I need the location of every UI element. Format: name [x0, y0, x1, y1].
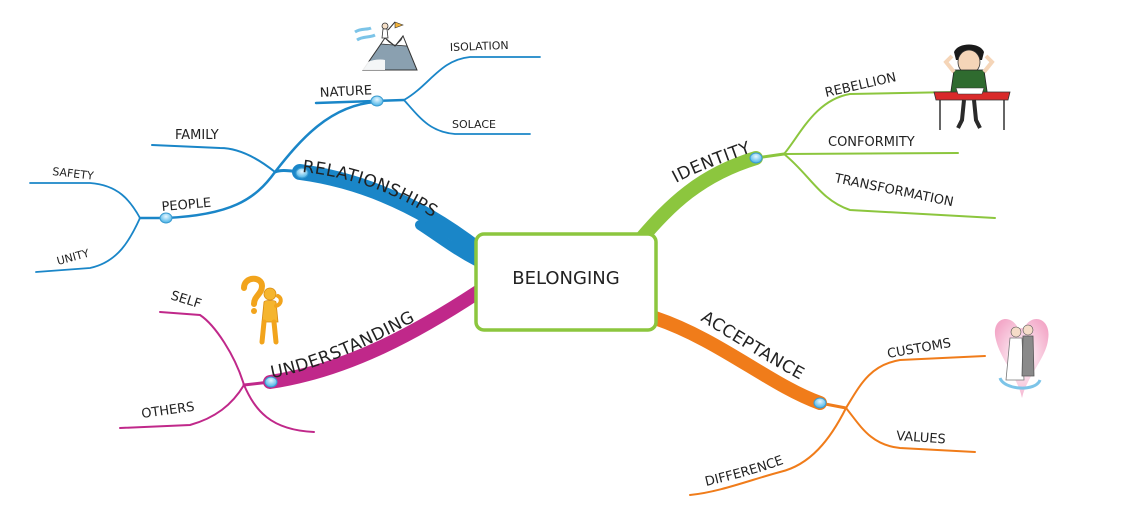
others-label[interactable]: OTHERS	[140, 400, 195, 422]
conformity-label[interactable]: CONFORMITY	[828, 135, 915, 150]
nature-label[interactable]: NATURE	[319, 83, 372, 101]
wedding-couple-icon	[994, 318, 1049, 398]
mountain-climber-icon	[354, 21, 418, 71]
identity-main-branch	[633, 151, 763, 247]
solace-label[interactable]: SOLACE	[452, 118, 496, 131]
self-label[interactable]: SELF	[169, 289, 203, 313]
center-node[interactable]: BELONGING	[474, 232, 658, 332]
branch-identity	[633, 91, 996, 247]
question-person-icon	[241, 275, 283, 345]
understanding-main-branch	[263, 285, 485, 389]
unity-label[interactable]: UNITY	[55, 247, 91, 268]
acceptance-main-branch	[648, 311, 827, 410]
difference-connector	[689, 407, 847, 496]
isolation-label[interactable]: ISOLATION	[450, 39, 509, 54]
family-connector	[151, 144, 276, 173]
values-label[interactable]: VALUES	[896, 429, 946, 447]
solace-connector	[403, 99, 531, 135]
understanding-extension	[243, 384, 315, 433]
node-relationships[interactable]	[295, 167, 309, 179]
safety-connector	[29, 182, 141, 219]
node-acceptance[interactable]	[813, 397, 827, 409]
branch-nodes	[159, 95, 827, 409]
center-box	[474, 232, 658, 332]
node-nature[interactable]	[370, 95, 384, 107]
unity-connector	[35, 217, 141, 273]
branch-understanding	[119, 285, 485, 433]
node-identity[interactable]	[749, 152, 763, 164]
relationships-main-branch	[292, 164, 486, 258]
frustrated-student-icon	[933, 44, 1011, 130]
branch-relationships	[29, 56, 541, 273]
customs-connector	[845, 355, 986, 409]
relationships-label[interactable]: RELATIONSHIPS	[301, 157, 441, 222]
conformity-connector	[783, 152, 959, 155]
rebellion-label[interactable]: REBELLION	[824, 70, 898, 101]
isolation-connector	[403, 56, 541, 101]
difference-label[interactable]: DIFFERENCE	[704, 453, 786, 490]
center-label: BELONGING	[512, 268, 619, 289]
nature-connector	[273, 100, 378, 174]
self-connector	[159, 311, 245, 386]
safety-label[interactable]: SAFETY	[52, 165, 95, 183]
relationships-main-branch-taper	[415, 220, 483, 267]
people-label[interactable]: PEOPLE	[161, 196, 212, 215]
transformation-connector	[783, 153, 996, 219]
node-people[interactable]	[159, 212, 173, 224]
family-label[interactable]: FAMILY	[175, 128, 219, 143]
others-connector	[119, 384, 245, 429]
nature-underline	[314, 98, 406, 105]
transformation-label[interactable]: TRANSFORMATION	[832, 171, 955, 210]
values-connector	[845, 407, 976, 453]
people-connector	[138, 170, 277, 220]
node-understanding[interactable]	[264, 376, 278, 388]
rebellion-connector	[783, 91, 956, 155]
